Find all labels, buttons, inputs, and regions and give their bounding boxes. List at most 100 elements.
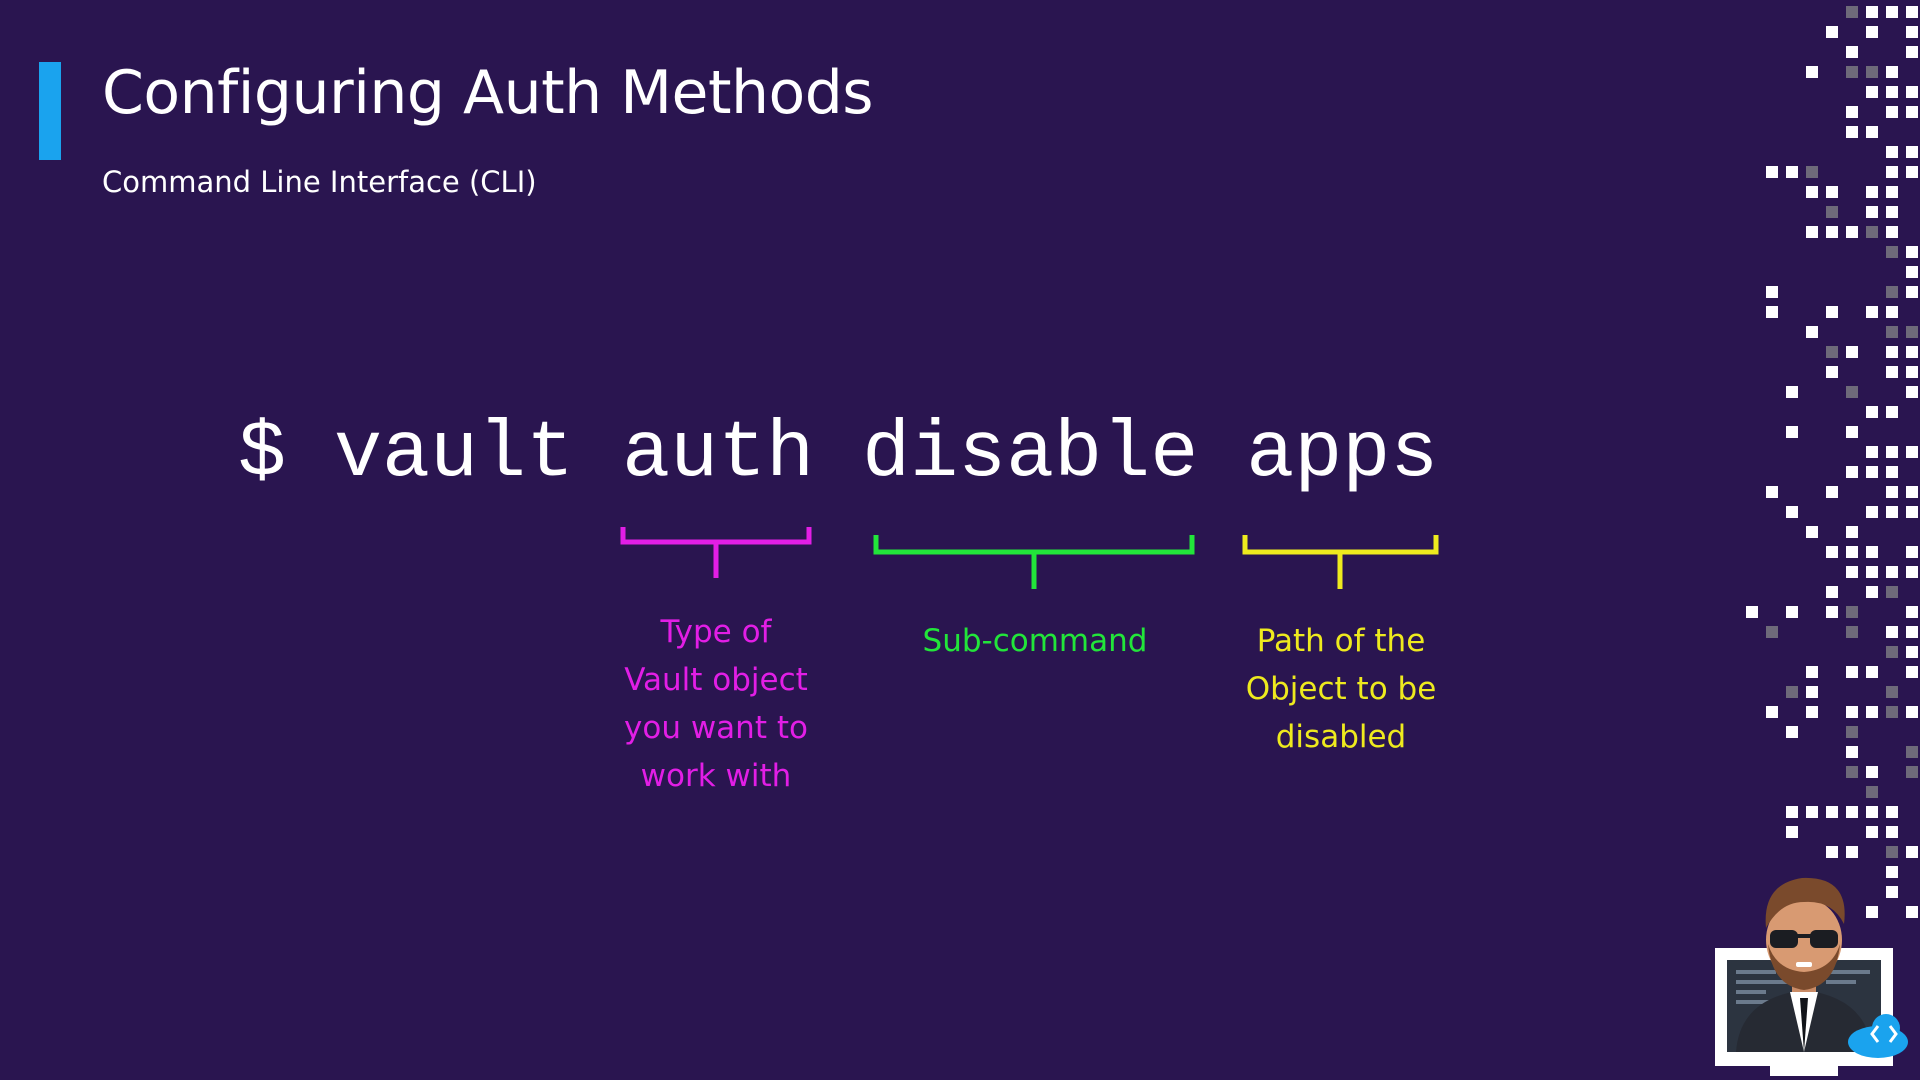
pixel-square (1886, 846, 1898, 858)
pixel-square (1746, 606, 1758, 618)
pixel-square (1866, 786, 1878, 798)
subcommand-annotation: Sub-command (922, 623, 1148, 659)
pixel-square (1906, 326, 1918, 338)
pixel-square (1846, 846, 1858, 858)
pixel-square (1826, 346, 1838, 358)
pixel-square (1906, 366, 1918, 378)
pixel-square (1886, 106, 1898, 118)
pixel-square (1786, 686, 1798, 698)
pixel-square (1786, 806, 1798, 818)
pixel-square (1846, 6, 1858, 18)
pixel-square (1906, 666, 1918, 678)
pixel-square (1886, 486, 1898, 498)
pixel-square (1906, 846, 1918, 858)
pixel-square (1906, 746, 1918, 758)
pixel-square (1826, 846, 1838, 858)
pixel-square (1886, 826, 1898, 838)
subcommand-bracket (873, 535, 1195, 589)
pixel-square (1866, 406, 1878, 418)
pixel-square (1846, 346, 1858, 358)
pixel-square (1866, 226, 1878, 238)
pixel-square (1886, 566, 1898, 578)
pixel-square (1906, 546, 1918, 558)
pixel-square (1886, 586, 1898, 598)
pixel-square (1866, 186, 1878, 198)
pixel-square (1906, 86, 1918, 98)
pixel-square (1826, 226, 1838, 238)
pixel-square (1906, 46, 1918, 58)
pixel-square (1866, 446, 1878, 458)
pixel-square (1886, 66, 1898, 78)
pixel-square (1866, 906, 1878, 918)
pixel-square (1886, 146, 1898, 158)
pixel-square (1786, 506, 1798, 518)
object-type-annotation: Type of Vault object you want to work wi… (624, 614, 808, 794)
pixel-square (1906, 446, 1918, 458)
beard (1768, 944, 1840, 990)
face (1766, 898, 1842, 982)
pixel-square (1906, 6, 1918, 18)
pixel-square (1886, 306, 1898, 318)
pixel-square (1906, 566, 1918, 578)
pixel-square (1886, 466, 1898, 478)
pixel-square (1886, 506, 1898, 518)
cli-command: $ vault auth disable apps (238, 415, 1438, 495)
pixel-square (1786, 606, 1798, 618)
pixel-square (1906, 26, 1918, 38)
pixel-square (1906, 266, 1918, 278)
pixel-square (1846, 566, 1858, 578)
pixel-square (1866, 826, 1878, 838)
command-object-type: auth (622, 409, 815, 500)
pixel-square (1826, 606, 1838, 618)
pixel-square (1906, 626, 1918, 638)
pixel-square (1806, 66, 1818, 78)
pixel-square (1886, 866, 1898, 878)
pixel-square (1886, 446, 1898, 458)
pixel-square (1866, 546, 1878, 558)
pixel-square (1846, 226, 1858, 238)
pixel-square (1866, 466, 1878, 478)
pixel-square (1886, 206, 1898, 218)
pixel-square (1866, 666, 1878, 678)
pixel-square (1846, 606, 1858, 618)
pixel-square (1886, 346, 1898, 358)
pixel-square (1846, 726, 1858, 738)
pixel-square (1866, 126, 1878, 138)
pixel-square (1906, 706, 1918, 718)
pixel-square (1846, 766, 1858, 778)
pixel-square (1886, 286, 1898, 298)
pixel-square (1886, 646, 1898, 658)
pixel-square (1846, 666, 1858, 678)
pixel-square (1886, 166, 1898, 178)
pixel-square (1826, 366, 1838, 378)
pixel-square (1906, 606, 1918, 618)
pixel-square (1846, 106, 1858, 118)
pixel-square (1886, 686, 1898, 698)
pixel-square (1906, 346, 1918, 358)
pixel-square (1786, 166, 1798, 178)
pixel-square (1766, 166, 1778, 178)
pixel-square (1846, 66, 1858, 78)
pixel-square (1826, 546, 1838, 558)
pixel-square (1886, 806, 1898, 818)
path-bracket (1242, 535, 1439, 589)
pixel-square (1826, 486, 1838, 498)
pixel-square (1866, 26, 1878, 38)
pixel-square (1826, 306, 1838, 318)
pixel-square (1866, 586, 1878, 598)
pixel-square (1866, 66, 1878, 78)
pixel-square (1906, 646, 1918, 658)
pixel-square (1766, 626, 1778, 638)
pixel-square (1906, 506, 1918, 518)
pixel-square (1866, 766, 1878, 778)
path-annotation: Path of the Object to be disabled (1245, 623, 1437, 755)
pixel-square (1886, 366, 1898, 378)
pixel-square (1866, 6, 1878, 18)
pixel-square (1886, 186, 1898, 198)
pixel-square (1866, 306, 1878, 318)
command-path: apps (1246, 409, 1439, 500)
pixel-square (1866, 706, 1878, 718)
pixel-square (1846, 46, 1858, 58)
